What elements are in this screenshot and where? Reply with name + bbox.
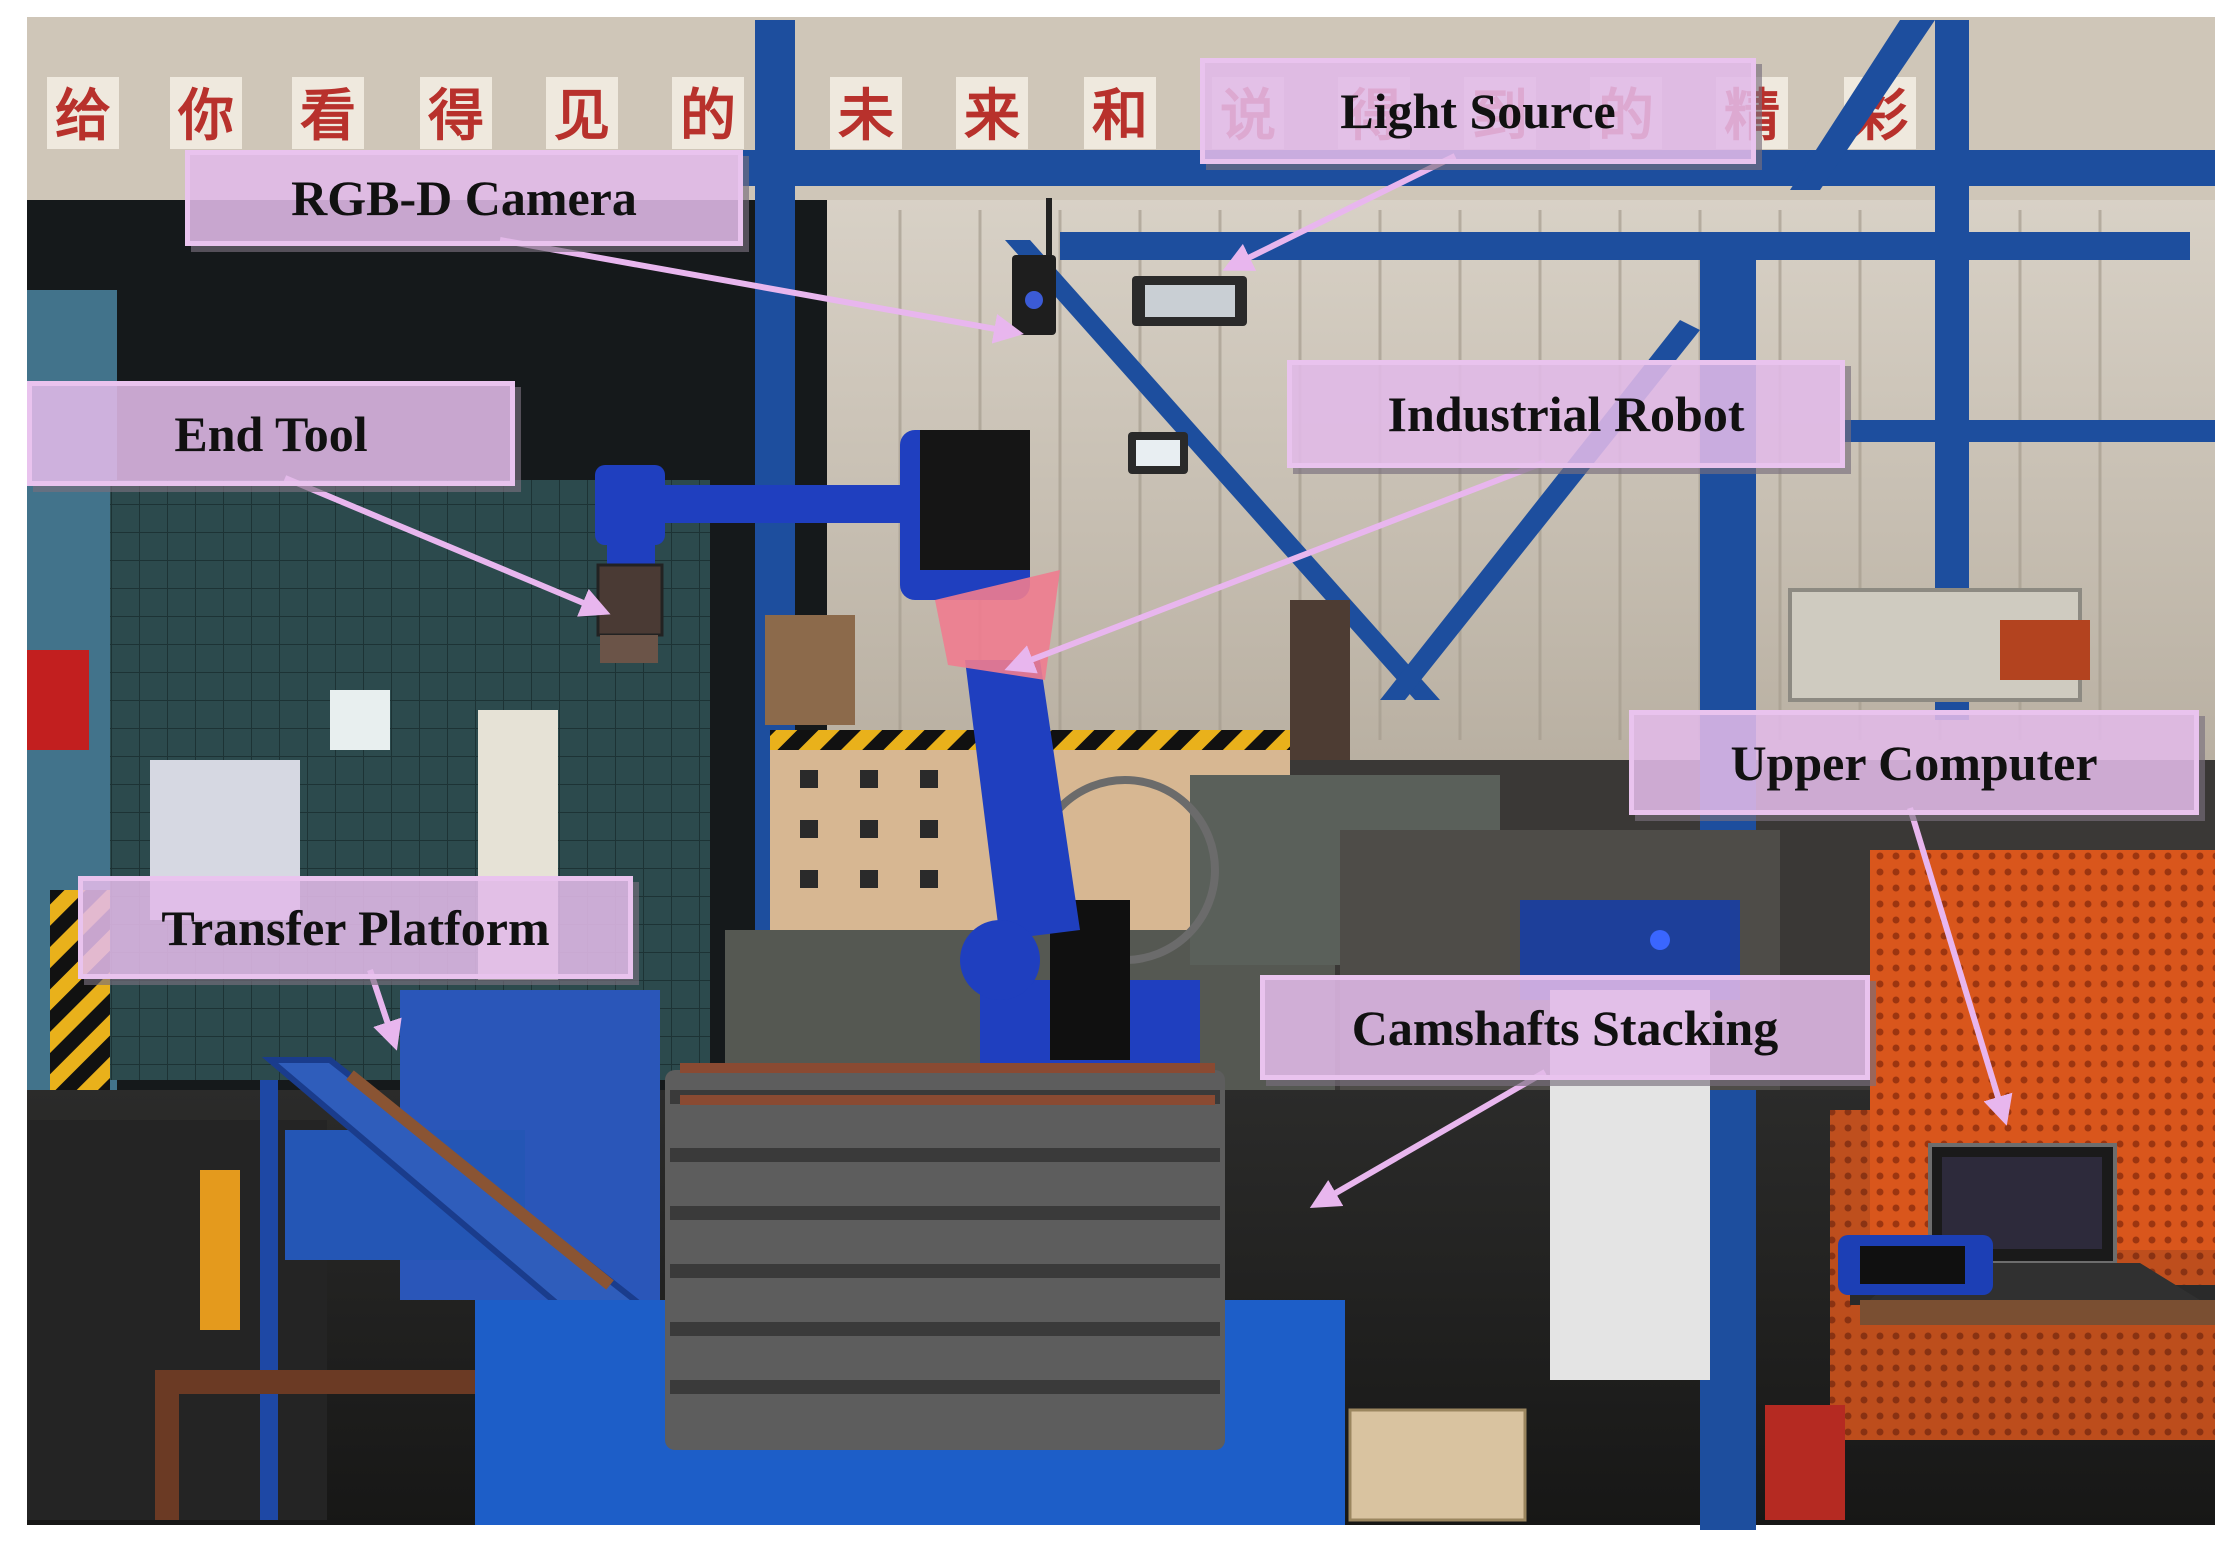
light-source-fixture (1128, 276, 1247, 474)
banner-char: 你 (177, 84, 234, 149)
callout-rgbd-camera: RGB-D Camera (185, 150, 743, 246)
callout-end-tool: End Tool (27, 381, 515, 486)
banner-char: 给 (55, 84, 111, 149)
banner-char: 来 (964, 84, 1020, 149)
callout-light-source: Light Source (1200, 58, 1756, 164)
banner-char: 的 (680, 84, 736, 149)
banner-char: 看 (300, 84, 356, 149)
banner-char: 未 (838, 84, 894, 149)
banner-char: 得 (428, 84, 484, 149)
camshafts-stack (475, 1063, 1345, 1525)
arrow-camshafts-stacking (1309, 1069, 1547, 1209)
arrow-rgbd-camera (499, 237, 1024, 344)
banner-char: 和 (1092, 84, 1148, 149)
callout-camshafts-stacking: Camshafts Stacking (1260, 975, 1870, 1080)
arrow-end-tool (283, 475, 611, 617)
callout-industrial-robot: Industrial Robot (1287, 360, 1845, 468)
arrow-transfer-platform (367, 969, 402, 1051)
callout-upper-computer: Upper Computer (1629, 710, 2199, 815)
end-tool-device (596, 545, 664, 663)
callout-arrows (283, 153, 2013, 1209)
arrow-light-source (1222, 153, 1457, 271)
callout-transfer-platform: Transfer Platform (78, 876, 633, 979)
floor-boxes (1348, 1405, 1845, 1522)
arrow-industrial-robot (1004, 459, 1547, 674)
arrow-upper-computer (1907, 807, 2013, 1126)
banner-char: 见 (554, 84, 610, 149)
upper-computer-device (1838, 1143, 2215, 1325)
